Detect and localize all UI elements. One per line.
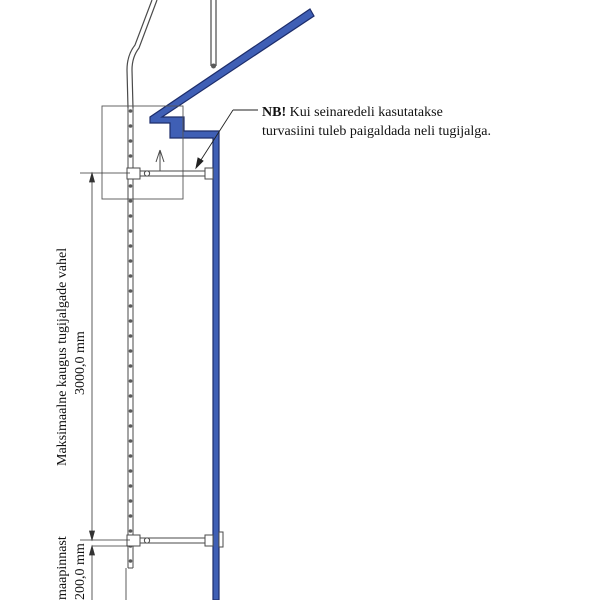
rung-bolt [128,364,133,368]
rung-bolt [128,259,133,263]
rung-bolt [128,424,133,428]
dimension-label-small: maapinnast [55,536,70,600]
rung-bolt [128,154,133,158]
rung-bolt [128,319,133,323]
ladder-top-guardrail [126,0,217,109]
note-line-2: turvasiini tuleb paigaldada neli tugijal… [262,124,491,139]
rung-bolt [128,349,133,353]
rung-bolt [128,289,133,293]
rung-bolt [128,139,133,143]
dimension-value-main: 3000,0 mm [73,331,88,395]
rung-bolt [128,214,133,218]
rung-bolt [128,379,133,383]
installation-note: NB! Kui seinaredeli kasutatakse turvasii… [262,103,491,141]
rung-bolt [128,454,133,458]
rung-bolt [128,499,133,503]
rung-bolt [128,484,133,488]
ladder-rails [127,108,134,569]
rung-bolt [128,109,133,113]
detail-box [101,105,184,200]
dimension-lines [80,171,130,600]
note-leader [195,109,258,170]
rung-bolt [128,394,133,398]
rung-bolt [128,274,133,278]
rung-bolt [128,229,133,233]
rung-bolt [128,199,133,203]
lower-support-bracket [126,531,224,548]
dimension-label-main: Maksimaalne kaugus tugijalgade vahel [55,248,70,466]
rung-bolt [128,469,133,473]
rung-bolt [128,529,133,533]
rung-bolt [128,124,133,128]
rung-bolt [128,439,133,443]
rung-bolt [128,559,133,563]
rung-bolt [128,514,133,518]
rung-bolt [128,334,133,338]
rung-bolt [128,304,133,308]
rung-bolt [128,184,133,188]
upper-support-bracket [126,149,214,180]
roof-wall-profile [149,8,315,600]
rung-bolt [128,409,133,413]
note-prefix: NB! [262,105,287,120]
note-line-1: Kui seinaredeli kasutatakse [286,105,443,120]
rung-bolt [128,244,133,248]
dimension-value-small: 200,0 mm [73,543,88,600]
